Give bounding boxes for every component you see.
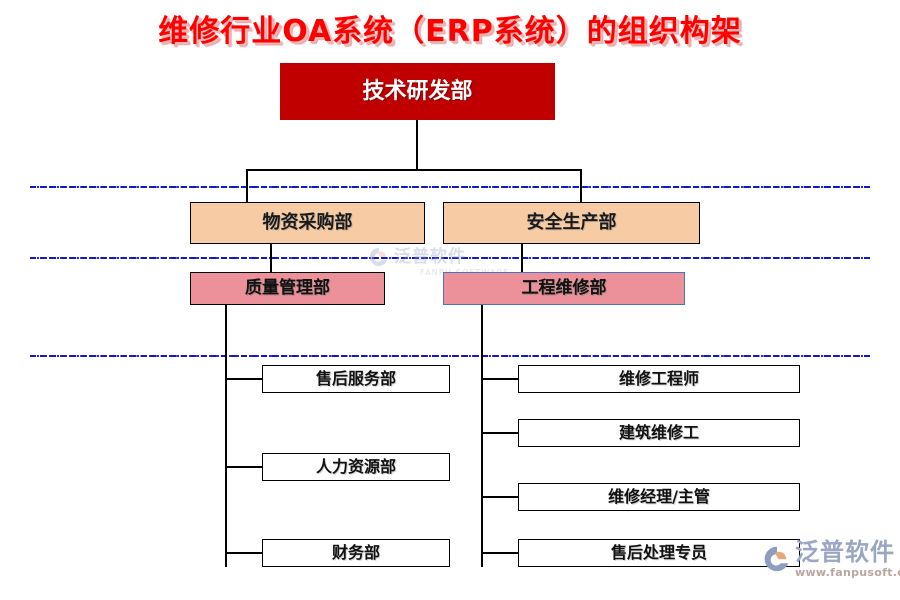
fanpu-logo-icon (762, 544, 792, 574)
connector-root-down (416, 120, 418, 170)
connector-l3b-to-leaf-1 (481, 378, 519, 380)
connector-l3a-trunk (225, 305, 227, 567)
connector-l3b-to-leaf-4 (481, 552, 519, 554)
connector-l3a-to-leaf-3 (225, 552, 263, 554)
separator-line-2 (30, 257, 870, 259)
node-maintenance-engineer[interactable]: 维修工程师 (518, 365, 800, 393)
connector-l3b-trunk (481, 305, 483, 567)
connector-level2-bus (246, 169, 582, 171)
logo-text-zh: 泛普软件 (795, 538, 895, 566)
node-finance-department[interactable]: 财务部 (262, 539, 450, 567)
separator-line-3 (30, 355, 870, 357)
node-safety-production-department[interactable]: 安全生产部 (443, 202, 700, 244)
node-maintenance-manager-supervisor[interactable]: 维修经理/主管 (518, 483, 800, 511)
connector-l3b-to-leaf-2 (481, 432, 519, 434)
connector-l3a-to-leaf-2 (225, 466, 263, 468)
node-after-sales-processing-specialist[interactable]: 售后处理专员 (518, 539, 800, 567)
node-engineering-maintenance-department[interactable]: 工程维修部 (443, 272, 685, 305)
page-title: 维修行业OA系统（ERP系统）的组织构架 (158, 14, 742, 49)
node-human-resources-department[interactable]: 人力资源部 (262, 453, 450, 481)
connector-to-l2b (580, 169, 582, 203)
logo-url: www.fanpusoft.com (795, 566, 900, 579)
connector-l3a-to-leaf-1 (225, 378, 263, 380)
connector-l3b-to-leaf-3 (481, 496, 519, 498)
fanpu-software-logo[interactable]: 泛普软件 www.fanpusoft.com (762, 540, 900, 578)
node-quality-management-department[interactable]: 质量管理部 (190, 272, 385, 305)
node-technology-rd-department[interactable]: 技术研发部 (280, 63, 555, 120)
connector-l2b-to-l3b (521, 243, 523, 272)
node-after-sales-service-department[interactable]: 售后服务部 (262, 365, 450, 393)
connector-l2a-to-l3a (270, 243, 272, 272)
connector-to-l2a (246, 169, 248, 203)
node-material-procurement-department[interactable]: 物资采购部 (190, 202, 425, 244)
separator-line-1 (30, 186, 870, 188)
node-construction-maintenance-worker[interactable]: 建筑维修工 (518, 419, 800, 447)
